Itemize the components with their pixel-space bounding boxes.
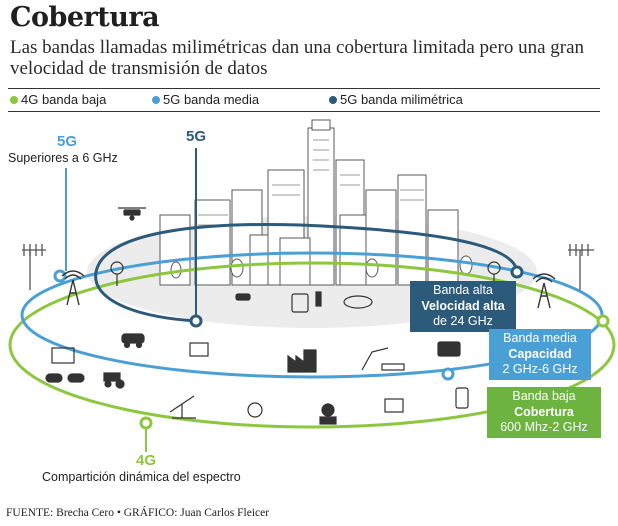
- band-nodes: [53, 265, 610, 430]
- legend-item-5g-media: 5G banda media: [152, 92, 259, 107]
- box-line: Banda media: [503, 331, 577, 345]
- legend-item-4g: 4G banda baja: [10, 92, 106, 107]
- robot-arm-icon: [361, 347, 405, 371]
- footer-credits: FUENTE: Brecha Cero • GRÁFICO: Juan Carl…: [6, 507, 270, 519]
- box-banda-baja: Banda baja Cobertura 600 Mhz-2 GHz: [487, 387, 601, 438]
- label-comparticion: Compartición dinámica del espectro: [42, 470, 241, 484]
- gamepad-icon: [45, 373, 85, 383]
- security-camera-icon: [235, 293, 251, 301]
- label-4g: 4G: [136, 452, 157, 469]
- car-icon: [121, 333, 145, 349]
- page-subtitle: Las bandas llamadas milimétricas dan una…: [10, 37, 585, 79]
- phone-alert-icon: [455, 387, 469, 409]
- tv-icon: [51, 347, 75, 364]
- building-windows: [198, 139, 424, 226]
- turbine-icon: [247, 402, 263, 418]
- box-line: 2 GHz-6 GHz: [502, 362, 578, 376]
- box-banda-media: Banda media Capacidad 2 GHz-6 GHz: [489, 329, 591, 380]
- box-line-bold: Capacidad: [508, 346, 572, 361]
- stadium-icon: [343, 295, 373, 309]
- monitor-icon: [384, 398, 404, 413]
- box-line: Banda alta: [433, 283, 493, 297]
- drone-icon: [118, 207, 146, 221]
- box-banda-alta: Banda alta Velocidad alta de 24 GHz: [410, 281, 516, 332]
- antenna-left-icon: [22, 244, 46, 290]
- legend-dot-icon: [10, 95, 18, 104]
- box-line: Banda baja: [512, 389, 576, 403]
- bus-icon: [291, 293, 309, 313]
- tractor-icon: [103, 372, 125, 389]
- box-line: 600 Mhz-2 GHz: [500, 420, 588, 434]
- box-line-bold: Cobertura: [514, 404, 574, 419]
- page-title: Cobertura: [10, 2, 160, 33]
- legend-label: 5G banda milimétrica: [340, 92, 463, 107]
- band-4g-ring: [8, 261, 616, 429]
- cell-tower-icon: [61, 270, 85, 306]
- oil-pump-icon: [169, 395, 196, 419]
- legend-label: 4G banda baja: [21, 92, 107, 107]
- scenario-icons: [45, 207, 469, 425]
- label-superiores: Superiores a 6 GHz: [8, 151, 118, 165]
- antenna-right-icon: [568, 244, 594, 290]
- legend-dot-icon: [152, 95, 160, 104]
- factory-icon: [287, 349, 317, 373]
- leader-lines: [65, 148, 197, 452]
- legend: 4G banda baja 5G banda media 5G banda mi…: [8, 88, 600, 112]
- cash-register-icon: [437, 341, 461, 357]
- label-5g-center: 5G: [186, 128, 207, 145]
- label-5g-superiores: 5G: [57, 133, 78, 150]
- display-icon: [189, 342, 209, 357]
- doctor-icon: [319, 403, 337, 425]
- cell-tower-icon: [532, 273, 556, 309]
- small-tower-icon: [110, 261, 501, 286]
- box-line-bold: Velocidad alta: [421, 298, 505, 313]
- box-line: de 24 GHz: [433, 314, 493, 328]
- legend-item-5g-mm: 5G banda milimétrica: [329, 92, 463, 107]
- band-5g-mm-ring: [94, 223, 519, 323]
- legend-label: 5G banda media: [163, 92, 260, 107]
- legend-dot-icon: [329, 95, 337, 104]
- traffic-light-icon: [315, 291, 322, 307]
